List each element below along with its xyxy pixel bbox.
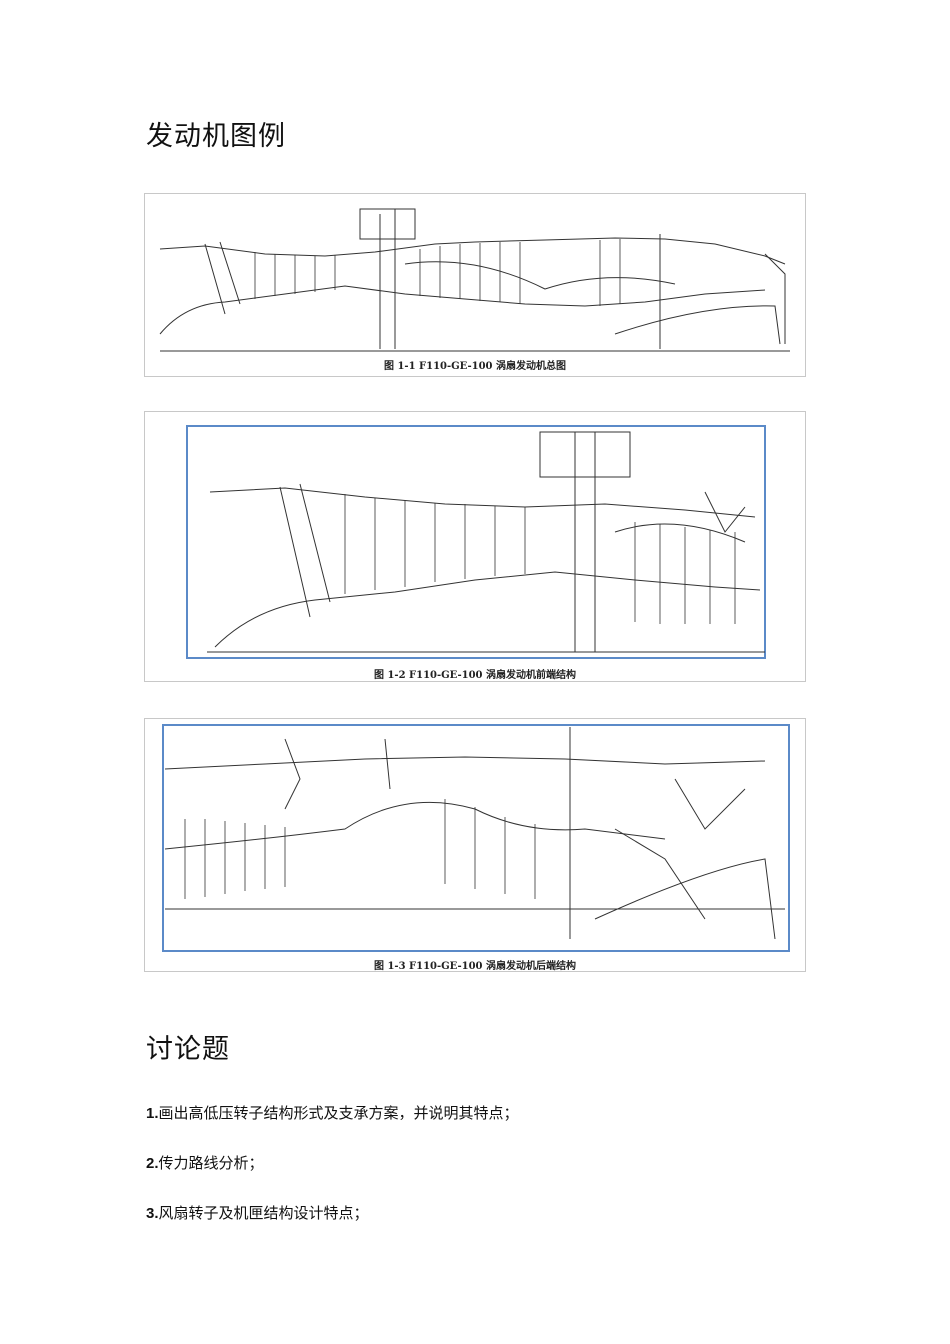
question-number: 1. xyxy=(146,1105,159,1122)
figure-engine-rear: 图 1-3 F110-GE-100 涡扇发动机后端结构 xyxy=(144,718,806,972)
question-text: 风扇转子及机匣结构设计特点； xyxy=(158,1204,369,1222)
engine-overall-drawing xyxy=(159,208,790,352)
question-text: 传力路线分析； xyxy=(158,1154,264,1172)
figure-engine-overall: 图 1-1 F110-GE-100 涡扇发动机总图 xyxy=(144,193,806,377)
question-number: 2. xyxy=(146,1155,159,1172)
question-number: 3. xyxy=(146,1205,159,1222)
question-item: 2.传力路线分析； xyxy=(146,1152,264,1173)
section-heading-discussion: 讨论题 xyxy=(146,1034,230,1065)
figure-caption: 图 1-3 F110-GE-100 涡扇发动机后端结构 xyxy=(373,961,576,972)
question-item: 3.风扇转子及机匣结构设计特点； xyxy=(146,1202,369,1223)
figure-caption: 图 1-1 F110-GE-100 涡扇发动机总图 xyxy=(383,361,566,372)
engine-front-drawing xyxy=(186,425,766,659)
question-text: 画出高低压转子结构形式及支承方案，并说明其特点； xyxy=(158,1104,519,1122)
section-heading-examples: 发动机图例 xyxy=(146,121,286,152)
engine-rear-drawing xyxy=(162,724,790,952)
question-item: 1.画出高低压转子结构形式及支承方案，并说明其特点； xyxy=(146,1102,519,1123)
figure-engine-front: 图 1-2 F110-GE-100 涡扇发动机前端结构 xyxy=(144,411,806,682)
figure-caption: 图 1-2 F110-GE-100 涡扇发动机前端结构 xyxy=(373,670,576,681)
